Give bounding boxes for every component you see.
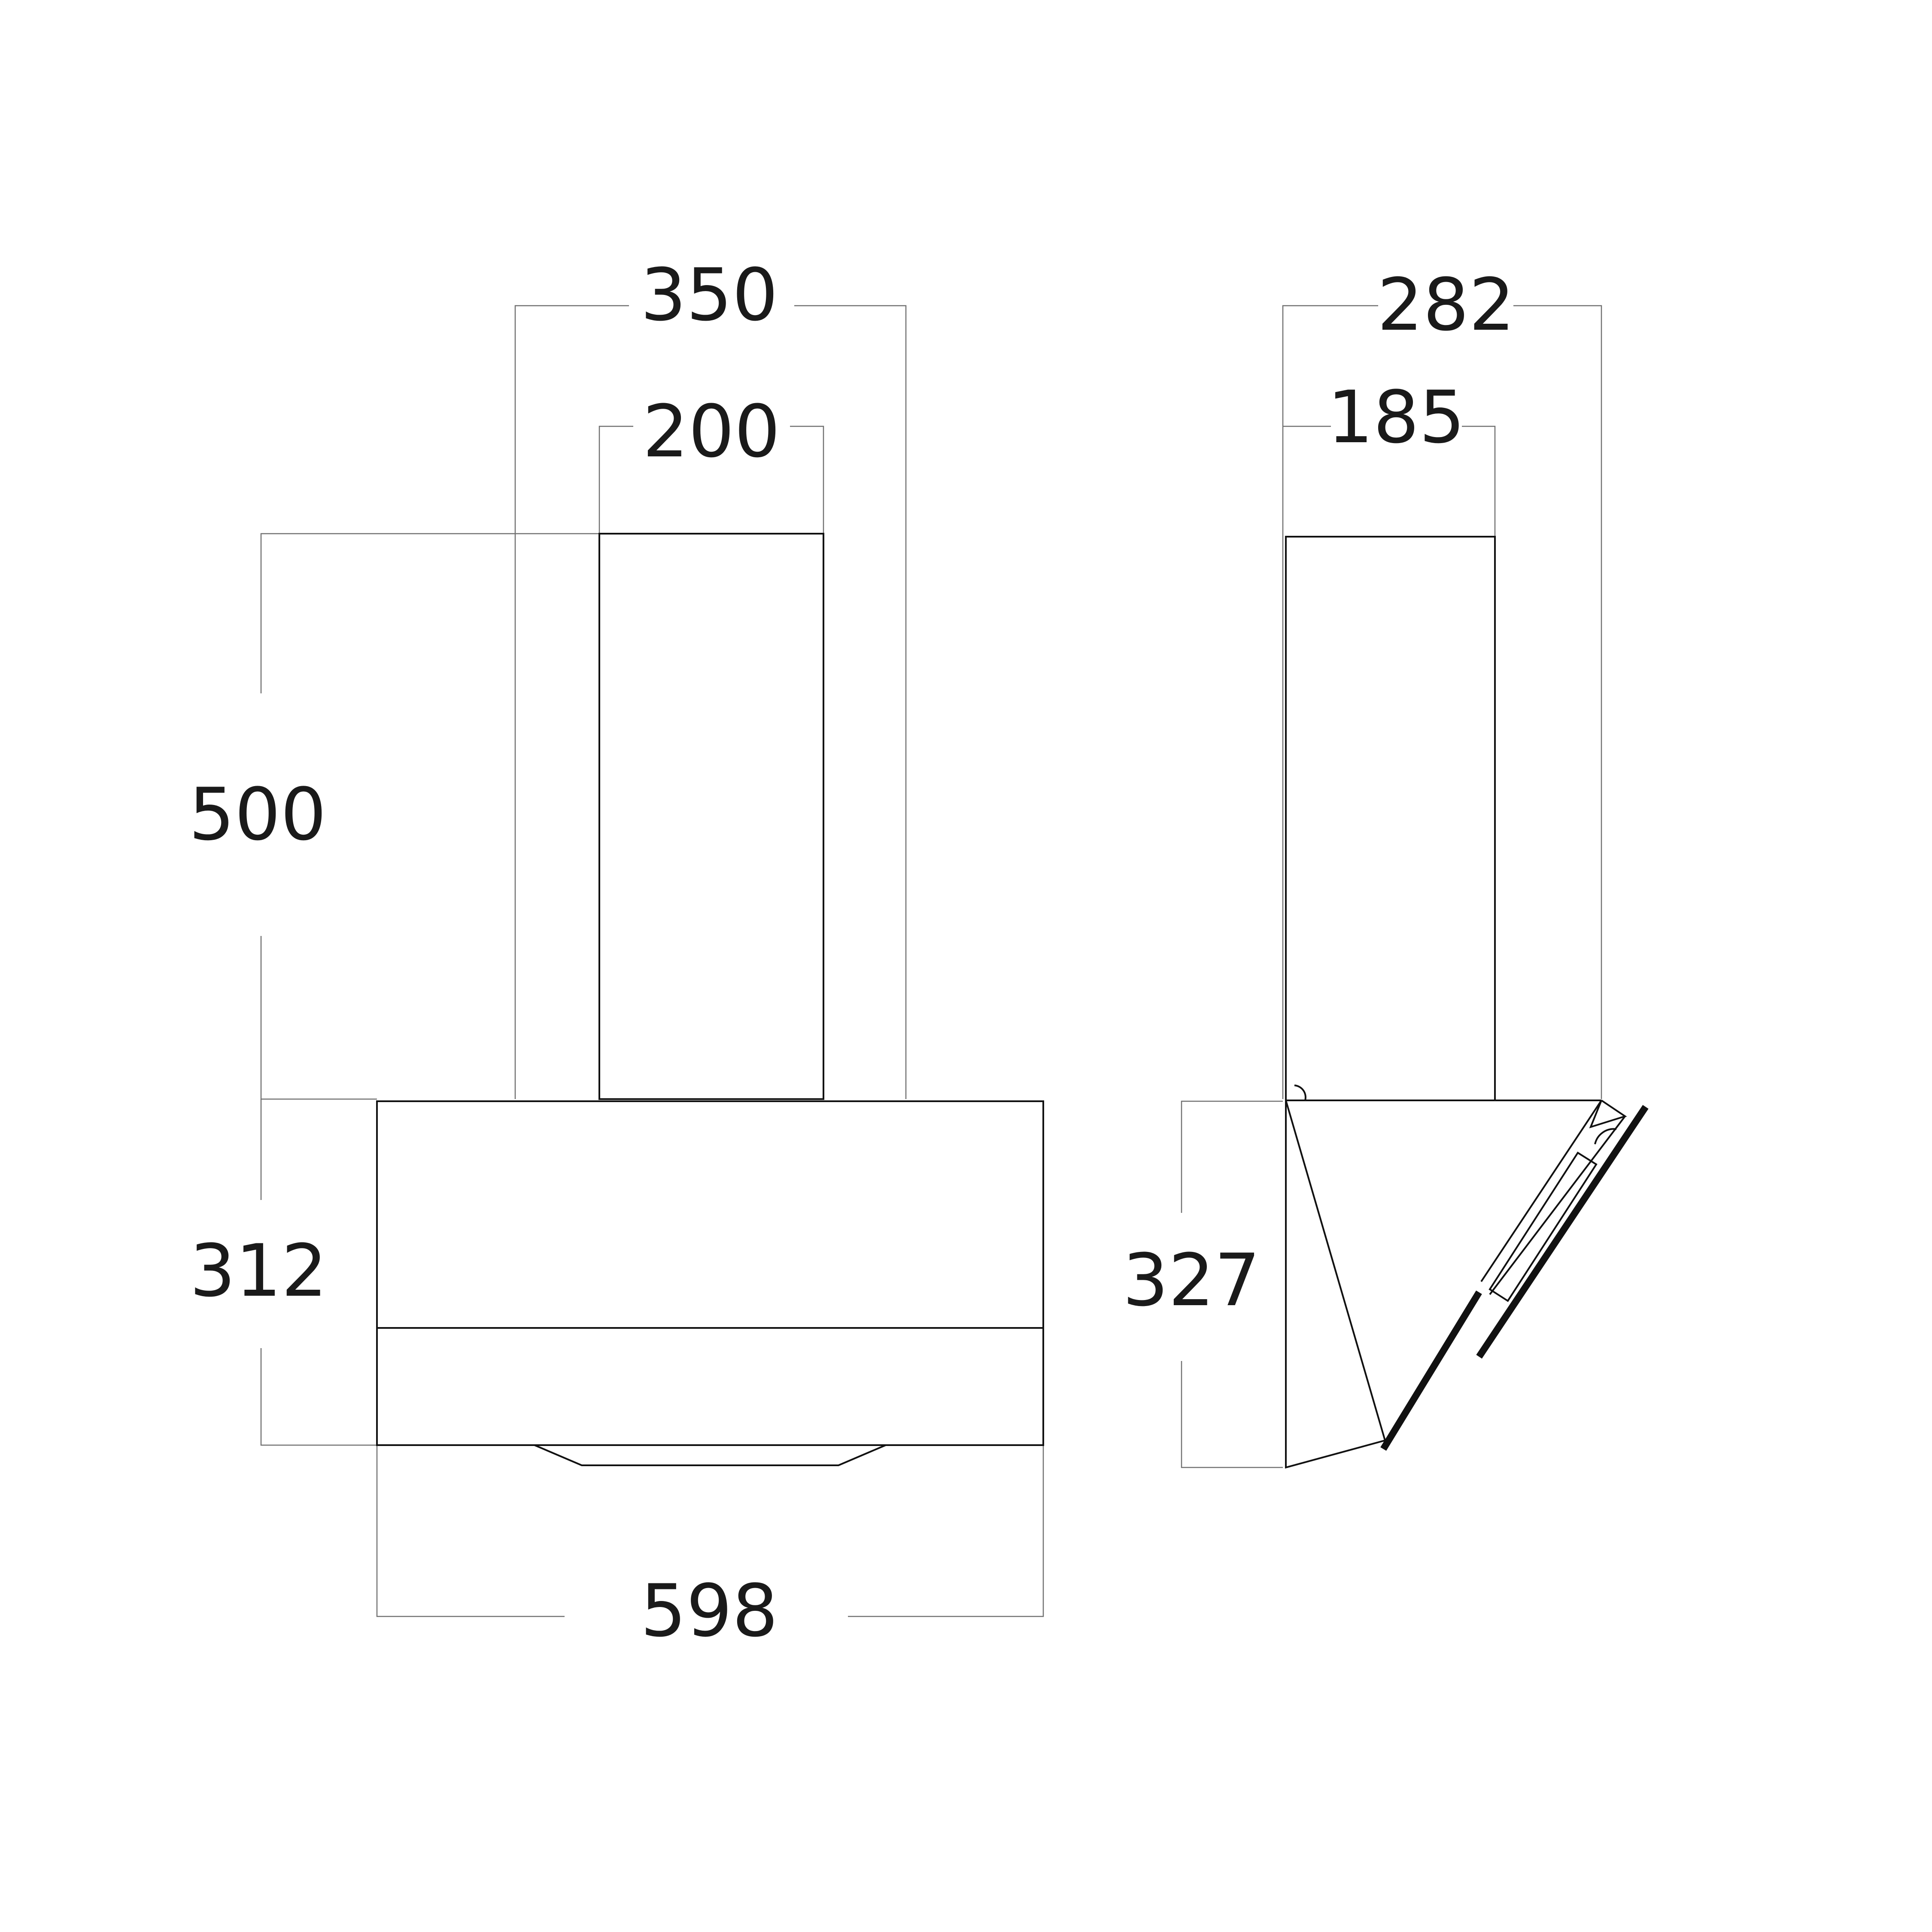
dimension-line [260, 1348, 377, 1446]
side-panel-pivot-arc [1594, 1128, 1617, 1145]
front-hood-body [376, 1100, 1044, 1446]
dimension-line [1462, 425, 1496, 537]
side-hood-back-wall [1285, 1100, 1385, 1469]
dimension-200: 200 [598, 389, 824, 534]
dimension-label-282: 282 [1377, 263, 1515, 347]
dimension-label-312: 312 [190, 1229, 328, 1313]
front-chimney [598, 533, 824, 1100]
dimension-500: 500 [189, 533, 599, 1100]
dimension-line [848, 1445, 1044, 1617]
side-panel-frame-edge [1480, 1100, 1602, 1282]
dimension-label-185: 185 [1327, 375, 1465, 459]
dimension-line [1181, 1100, 1283, 1213]
dimension-185: 185 [1283, 375, 1496, 537]
dimension-label-200: 200 [643, 389, 781, 474]
dimension-line [598, 425, 633, 534]
dimension-line [1181, 1361, 1283, 1468]
dimension-line [794, 305, 907, 1099]
dimension-label-327: 327 [1123, 1238, 1261, 1322]
side-panel-top-bracket [1589, 1100, 1627, 1129]
dimension-label-350: 350 [641, 253, 778, 337]
dimension-line [1513, 305, 1602, 1099]
side-view: 282 185 327 [1123, 263, 1649, 1469]
side-panel-frame-edge [1489, 1115, 1626, 1295]
front-view: 350 200 500 312 598 [189, 253, 1044, 1653]
dimension-598: 598 [376, 1445, 1044, 1653]
side-chimney [1285, 536, 1496, 1101]
dimension-line [514, 305, 629, 1099]
dimension-312: 312 [190, 1099, 377, 1446]
dimension-line [790, 425, 824, 534]
side-control-strip [1488, 1151, 1598, 1302]
side-hood-inner-diagonal [1285, 1100, 1386, 1441]
dimension-label-500: 500 [189, 772, 327, 857]
dimension-line [1282, 305, 1378, 1099]
dimension-line [260, 936, 377, 1100]
dimension-label-598: 598 [641, 1569, 778, 1653]
side-lower-glass-panel [1380, 1290, 1482, 1451]
dimension-line [376, 1445, 565, 1617]
side-hinge-arc [1294, 1084, 1306, 1101]
dimension-350: 350 [514, 253, 907, 1099]
side-outer-glass-panel [1476, 1105, 1649, 1359]
dimension-line [260, 533, 599, 693]
dimension-282: 282 [1282, 263, 1602, 1099]
front-bottom-tray [534, 1444, 886, 1466]
dimension-327: 327 [1123, 1100, 1283, 1468]
